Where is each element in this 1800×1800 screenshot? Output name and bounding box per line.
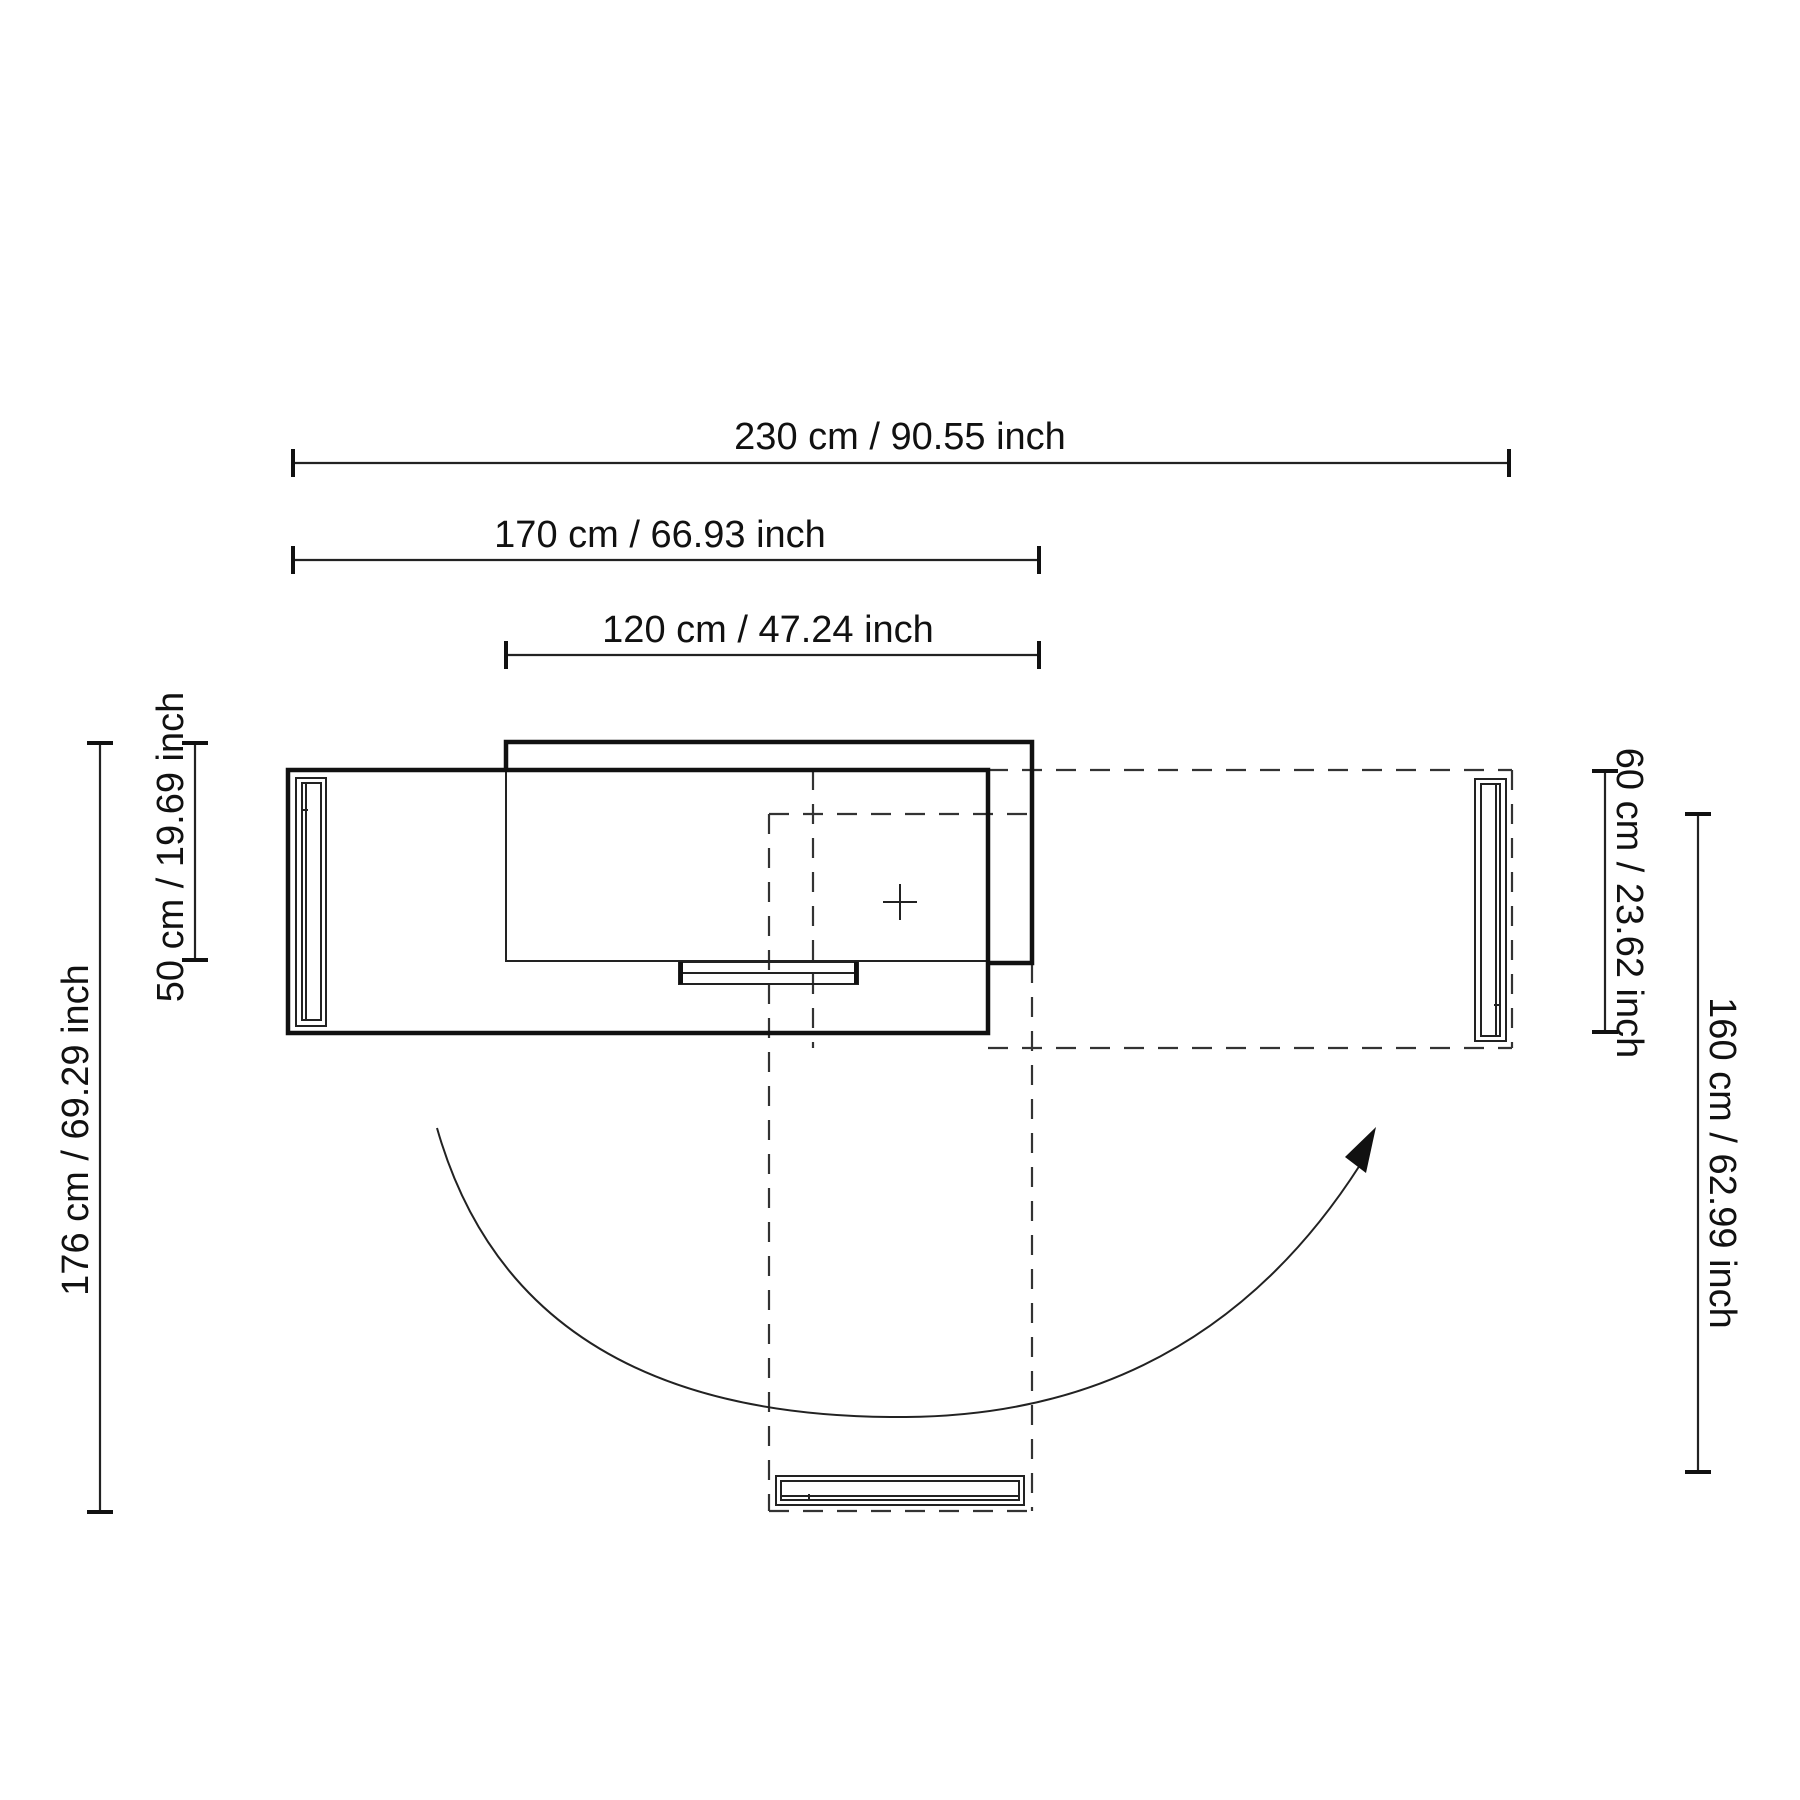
dimension-230: 230 cm / 90.55 inch xyxy=(291,416,1511,477)
dimension-label-176: 176 cm / 69.29 inch xyxy=(55,964,97,1296)
handle xyxy=(678,961,859,985)
dimension-160: 160 cm / 62.99 inch xyxy=(1685,812,1743,1474)
pivot-cross-icon xyxy=(883,884,917,920)
dimension-120: 120 cm / 47.24 inch xyxy=(504,609,1041,669)
dimension-50: 50 cm / 19.69 inch xyxy=(150,692,208,1003)
rotation-arrow-icon xyxy=(436,1127,1376,1419)
dimension-60: 60 cm / 23.62 inch xyxy=(1592,748,1650,1059)
dimension-176: 176 cm / 69.29 inch xyxy=(55,741,113,1514)
left-drawer xyxy=(295,777,327,1027)
dimension-170: 170 cm / 66.93 inch xyxy=(291,514,1041,574)
dimension-label-230: 230 cm / 90.55 inch xyxy=(734,416,1066,458)
dimension-label-50: 50 cm / 19.69 inch xyxy=(150,692,192,1003)
dimension-label-160: 160 cm / 62.99 inch xyxy=(1701,997,1743,1329)
right-drawer xyxy=(1474,778,1507,1042)
rotated-position-bottom-dashed xyxy=(767,814,1034,1513)
main-body-outline xyxy=(285,767,991,1036)
rotated-position-right-dashed xyxy=(769,768,1514,1050)
bottom-drawer xyxy=(775,1475,1025,1506)
dimension-label-120: 120 cm / 47.24 inch xyxy=(602,609,934,651)
dimension-label-60: 60 cm / 23.62 inch xyxy=(1608,748,1650,1059)
dimension-label-170: 170 cm / 66.93 inch xyxy=(494,514,826,556)
